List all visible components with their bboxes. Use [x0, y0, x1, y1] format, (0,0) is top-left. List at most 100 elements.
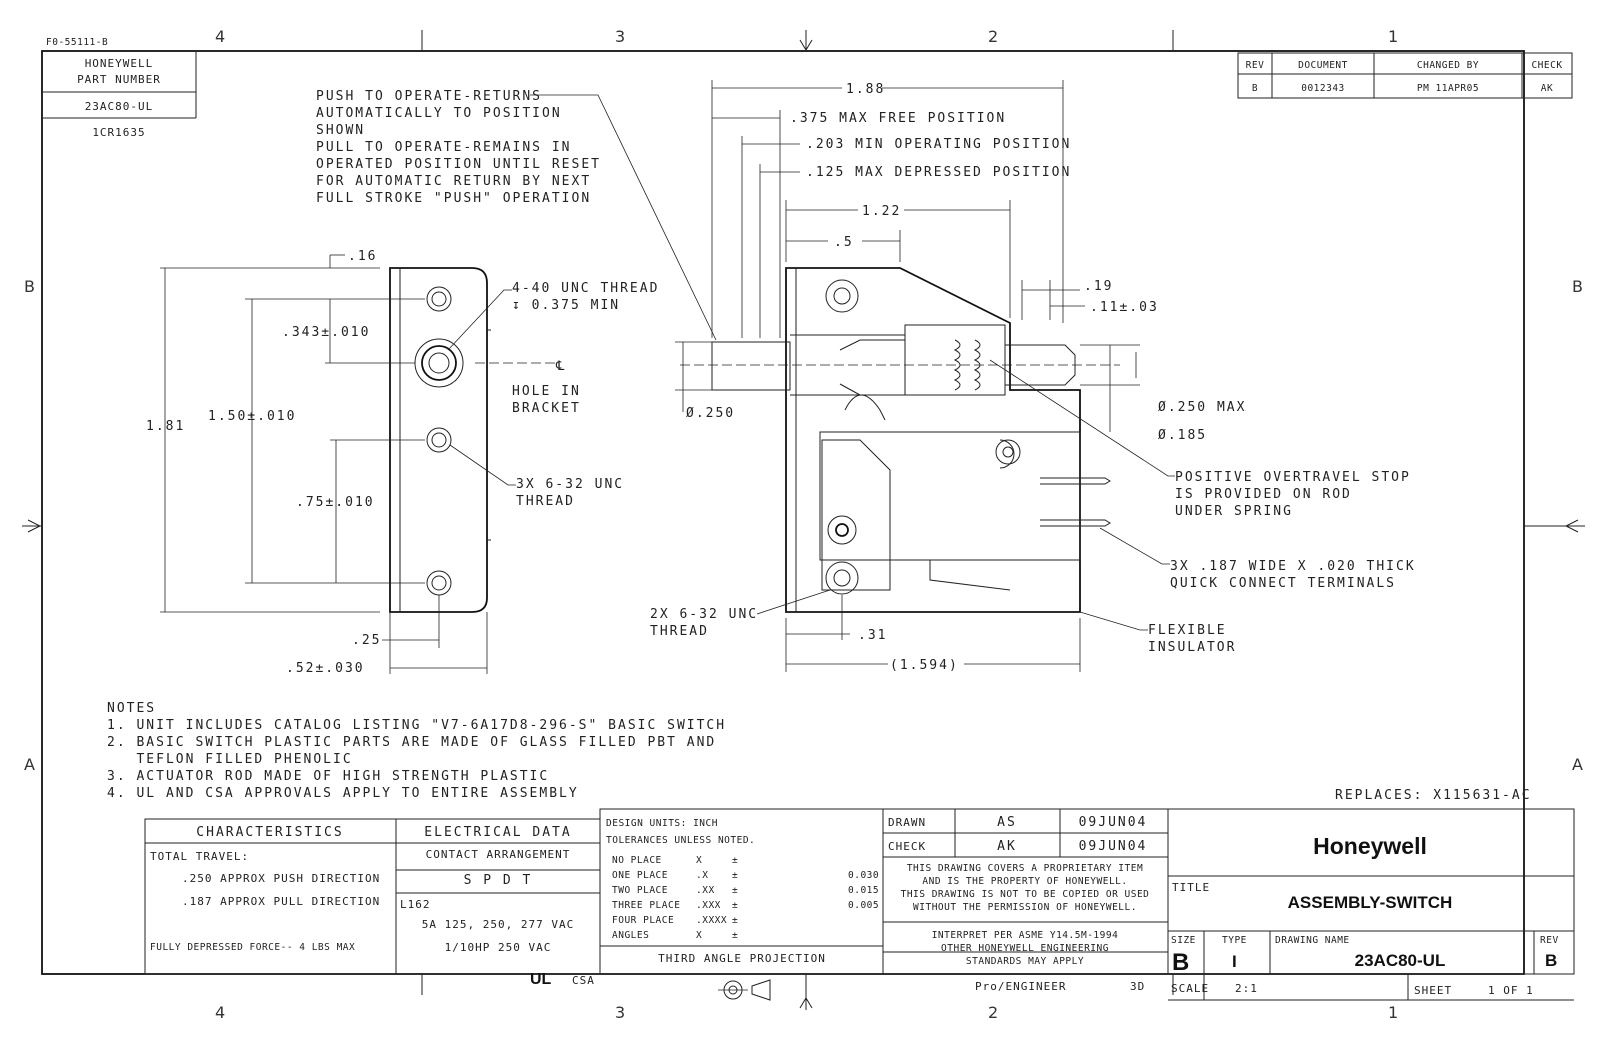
- label-approval-drawn_by: AS: [997, 815, 1017, 830]
- label-callouts-push_pull-1: AUTOMATICALLY TO POSITION: [316, 106, 562, 121]
- label-tolerances-rows-4-fmt: .XXXX: [696, 915, 727, 926]
- label-callouts-push_pull-3: PULL TO OPERATE-REMAINS IN: [316, 140, 572, 155]
- label-callouts-terminals-1: QUICK CONNECT TERMINALS: [1170, 576, 1396, 591]
- label-approval-interpret-2: STANDARDS MAY APPLY: [966, 956, 1084, 967]
- label-tolerances-rows-2-val: 0.015: [848, 885, 879, 896]
- csa-mark: CSA: [572, 974, 595, 987]
- label-approval-proprietary-2: THIS DRAWING IS NOT TO BE COPIED OR USED: [901, 889, 1150, 900]
- zone-bottom-1: 1: [1388, 1003, 1398, 1022]
- rating-hp: 1/10HP 250 VAC: [445, 941, 552, 954]
- zone-top-1: 1: [1388, 27, 1398, 46]
- label-callouts-push_pull-4: OPERATED POSITION UNTIL RESET: [316, 157, 601, 172]
- label-callouts-insulator-0: FLEXIBLE: [1148, 623, 1227, 638]
- label-callouts-overtravel-1: IS PROVIDED ON ROD: [1175, 487, 1352, 502]
- label-tolerances-rows-3-val: 0.005: [848, 900, 879, 911]
- label-approval-drawn_label: DRAWN: [888, 816, 926, 829]
- rev-header-document: DOCUMENT: [1298, 60, 1348, 71]
- dim-16: .16: [348, 249, 377, 264]
- label-tolerances-rows-0-label: NO PLACE: [612, 855, 662, 866]
- label-title_block-scale_label: SCALE: [1171, 982, 1209, 995]
- revision-table: REV DOCUMENT CHANGED BY CHECK B 0012343 …: [1237, 52, 1573, 99]
- note-1: 1. UNIT INCLUDES CATALOG LISTING "V7-6A1…: [107, 718, 726, 733]
- form-number: F0-55111-B: [46, 37, 108, 48]
- label-approval-proe: Pro/ENGINEER: [975, 980, 1066, 993]
- centerline-symbol: ℄: [555, 359, 566, 374]
- label-callouts-overtravel-2: UNDER SPRING: [1175, 504, 1293, 519]
- label-callouts-insulator-1: INSULATOR: [1148, 640, 1236, 655]
- dim-375: .375 MAX FREE POSITION: [790, 111, 1006, 126]
- sheet-number: 1 OF 1: [1488, 984, 1534, 997]
- label-callouts-thread_2x-1: THREAD: [650, 624, 709, 639]
- sheet-size: B: [1172, 949, 1189, 976]
- label-approval-proprietary-1: AND IS THE PROPERTY OF HONEYWELL.: [922, 876, 1127, 887]
- drawing-name: 23AC80-UL: [1355, 951, 1446, 970]
- dim-203: .203 MIN OPERATING POSITION: [806, 137, 1071, 152]
- label-callouts-thread_632-1: THREAD: [516, 494, 575, 509]
- drawing-type: I: [1232, 952, 1237, 971]
- note-3: 3. ACTUATOR ROD MADE OF HIGH STRENGTH PL…: [107, 769, 549, 784]
- projection-label: THIRD ANGLE PROJECTION: [658, 952, 826, 965]
- note-4: 4. UL AND CSA APPROVALS APPLY TO ENTIRE …: [107, 786, 579, 801]
- label-callouts-push_pull-6: FULL STROKE "PUSH" OPERATION: [316, 191, 591, 206]
- label-title_block-rev_label: REV: [1540, 935, 1559, 946]
- label-tolerances-rows-1-fmt: .X: [696, 870, 708, 881]
- part-label-line2: PART NUMBER: [77, 73, 161, 86]
- electrical-header: ELECTRICAL DATA: [424, 825, 571, 840]
- label-approval-check_date: 09JUN04: [1079, 839, 1148, 854]
- label-tolerances-rows-3-fmt: .XXX: [696, 900, 721, 911]
- zone-left-A: A: [24, 755, 35, 774]
- dim-dia-250-max: Ø.250 MAX: [1158, 400, 1246, 415]
- label-title_block-dwg_label: DRAWING NAME: [1275, 935, 1350, 946]
- notes-block: NOTES 1. UNIT INCLUDES CATALOG LISTING "…: [107, 701, 726, 801]
- cr-number: 1CR1635: [92, 126, 145, 139]
- notes-title: NOTES: [107, 701, 156, 716]
- bracket-callouts: 4-40 UNC THREAD ↧ 0.375 MIN HOLE IN BRAC…: [447, 281, 657, 509]
- drawing-scale: 2:1: [1235, 982, 1258, 995]
- label-approval-proprietary-0: THIS DRAWING COVERS A PROPRIETARY ITEM: [907, 863, 1143, 874]
- third-angle-projection-icon: [718, 979, 771, 1001]
- label-title_block-size_label: SIZE: [1171, 935, 1196, 946]
- label-approval-proprietary-3: WITHOUT THE PERMISSION OF HONEYWELL.: [913, 902, 1137, 913]
- label-callouts-push_pull-0: PUSH TO OPERATE-RETURNS: [316, 89, 542, 104]
- switch-dimensions: 1.88 .375 MAX FREE POSITION .203 MIN OPE…: [675, 78, 1246, 673]
- pull-travel: .187 APPROX PULL DIRECTION: [182, 895, 380, 908]
- depressed-force: FULLY DEPRESSED FORCE-- 4 LBS MAX: [150, 942, 355, 953]
- drawing-rev: B: [1545, 951, 1557, 970]
- ul-mark-icon: UL: [530, 971, 552, 988]
- label-callouts-thread_440-1: ↧ 0.375 MIN: [512, 298, 620, 313]
- label-callouts-thread_632-0: 3X 6-32 UNC: [516, 477, 624, 492]
- part-label-line1: HONEYWELL: [85, 57, 154, 70]
- listing-l162: L162: [400, 898, 431, 911]
- dim-1-88: 1.88: [846, 82, 885, 97]
- rev-header-check: CHECK: [1531, 60, 1562, 71]
- dim-52: .52±.030: [286, 661, 365, 676]
- contact-spdt: S P D T: [464, 873, 533, 888]
- dim-1-22: 1.22: [862, 204, 901, 219]
- rating-amps: 5A 125, 250, 277 VAC: [422, 918, 574, 931]
- label-callouts-overtravel-0: POSITIVE OVERTRAVEL STOP: [1175, 470, 1411, 485]
- honeywell-logo: Honeywell: [1313, 833, 1427, 859]
- total-travel-label: TOTAL TRAVEL:: [150, 850, 249, 863]
- label-callouts-push_pull-5: FOR AUTOMATIC RETURN BY NEXT: [316, 174, 591, 189]
- zone-bottom-4: 4: [215, 1003, 225, 1022]
- label-approval-drawn_date: 09JUN04: [1079, 815, 1148, 830]
- drawing-title: ASSEMBLY-SWITCH: [1288, 893, 1453, 912]
- label-approval-check_label: CHECK: [888, 840, 926, 853]
- dim-75: .75±.010: [296, 495, 375, 510]
- part-number-box: HONEYWELL PART NUMBER 23AC80-UL 1CR1635: [42, 51, 197, 139]
- part-number: 23AC80-UL: [85, 100, 154, 113]
- approval-block: DRAWN AS 09JUN04 CHECK AK 09JUN04 THIS D…: [882, 808, 1169, 993]
- dim-1-50: 1.50±.010: [208, 409, 296, 424]
- label-tolerances-rows-2-fmt: .XX: [696, 885, 715, 896]
- label-tolerances-rows-4-pm: ±: [732, 915, 738, 926]
- label-tolerances-rows-1-pm: ±: [732, 870, 738, 881]
- tolerance-block: DESIGN UNITS: INCH TOLERANCES UNLESS NOT…: [599, 808, 884, 1001]
- label-tolerances-rows-4-label: FOUR PLACE: [612, 915, 674, 926]
- label-tolerances-rows-5-label: ANGLES: [612, 930, 649, 941]
- label-tolerances-rows-0-fmt: X: [696, 855, 702, 866]
- zone-top-4: 4: [215, 27, 225, 46]
- rev-header-changed-by: CHANGED BY: [1417, 60, 1479, 71]
- rev-cell-changed-by: PM 11APR05: [1417, 83, 1479, 94]
- zone-right-B: B: [1572, 277, 1583, 296]
